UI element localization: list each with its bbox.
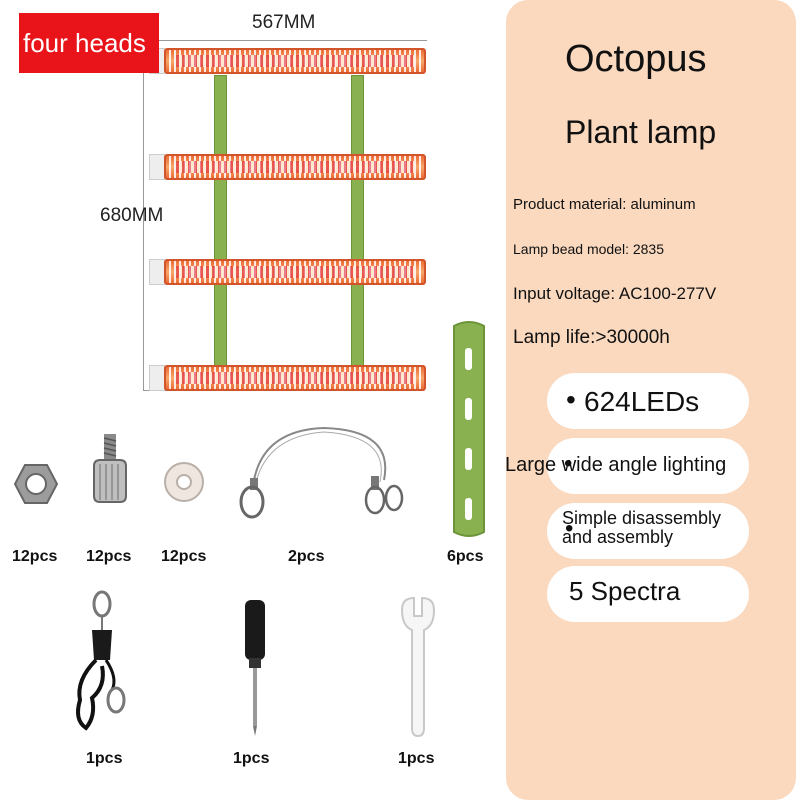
feature-disassembly: Simple disassembly and assembly	[562, 508, 722, 547]
strip-end-cap	[149, 154, 165, 180]
feature-pill	[547, 438, 749, 494]
led-strip	[164, 154, 426, 180]
vertical-rail-right	[351, 75, 364, 380]
strip-end-cap	[149, 365, 165, 391]
thumb-screw-icon	[93, 434, 127, 503]
width-dimension-line	[147, 40, 427, 41]
width-dimension-label: 567MM	[252, 12, 316, 33]
vertical-rail-left	[214, 75, 227, 380]
feature-pill	[547, 566, 749, 622]
spec-lamp-bead: Lamp bead model: 2835	[513, 241, 664, 257]
product-subtitle: Plant lamp	[565, 114, 717, 150]
quantity-label: 12pcs	[86, 548, 132, 565]
feature-bullet: •	[564, 450, 573, 477]
green-rail-icon	[453, 321, 485, 537]
led-strip	[164, 365, 426, 391]
feature-pill	[547, 373, 749, 429]
quantity-label: 12pcs	[12, 548, 58, 565]
hex-nut-icon	[14, 464, 58, 504]
quantity-label: 1pcs	[398, 750, 435, 767]
feature-wide-angle: Large wide angle lighting	[505, 454, 727, 476]
strip-end-cap	[149, 259, 165, 285]
washer-icon	[164, 462, 204, 502]
height-dimension-line	[143, 40, 144, 390]
feature-leds: 624LEDs	[584, 386, 700, 417]
screwdriver-icon	[245, 600, 265, 736]
quantity-label: 1pcs	[86, 750, 123, 767]
product-title: Octopus	[565, 38, 707, 80]
quantity-label: 1pcs	[233, 750, 270, 767]
spec-lamp-life: Lamp life:>30000h	[513, 327, 670, 348]
led-strip	[164, 259, 426, 285]
feature-bullet: •	[565, 515, 574, 542]
led-strip	[164, 48, 426, 74]
height-dimension-label: 680MM	[100, 205, 164, 226]
quantity-label: 6pcs	[447, 548, 484, 565]
feature-spectra: 5 Spectra	[569, 576, 681, 606]
steel-wire-hanger-icon	[239, 426, 404, 519]
rope-ratchet-hanger-icon	[76, 590, 126, 731]
feature-bullet: •	[566, 384, 576, 415]
quantity-label: 12pcs	[161, 548, 207, 565]
quantity-label: 2pcs	[288, 548, 325, 565]
wrench-icon	[400, 596, 436, 738]
feature-pill	[547, 503, 749, 559]
spec-material: Product material: aluminum	[513, 196, 696, 213]
spec-input-voltage: Input voltage: AC100-277V	[513, 284, 717, 303]
brand-tag: four heads	[19, 13, 159, 73]
